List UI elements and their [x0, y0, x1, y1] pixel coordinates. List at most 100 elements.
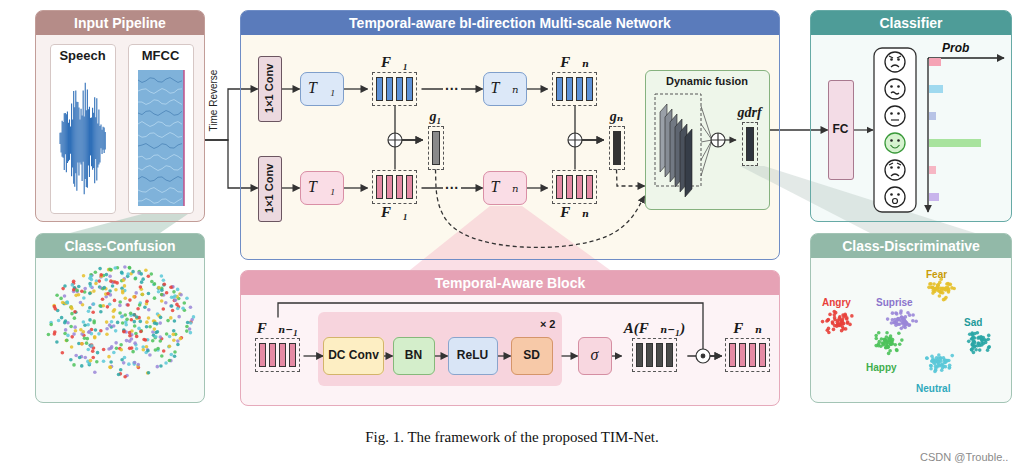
scatter-dot [64, 328, 68, 332]
scatter-dot [83, 356, 87, 360]
box-fill [511, 337, 553, 375]
scatter-dot [185, 297, 189, 301]
scatter-dot [87, 330, 91, 334]
scatter-dot [192, 315, 196, 319]
dropout-layer: SD [511, 337, 553, 375]
face-eye [890, 166, 893, 169]
node-text: 1×1 Conv [263, 64, 276, 113]
fc-box: FC [828, 80, 854, 180]
panel-header: Temporal-Aware Block [241, 271, 779, 295]
scatter-dot [157, 286, 161, 290]
cluster-label: Neutral [916, 383, 950, 394]
wave-stroke [82, 116, 83, 182]
branch-label: Time Reverse [209, 69, 220, 131]
scatter-dot [98, 279, 102, 283]
connector [344, 88, 368, 89]
wave-stroke [95, 117, 96, 159]
scatter-dot [129, 312, 133, 316]
scatter-dot [93, 370, 97, 374]
node-text: ReLU [457, 349, 488, 363]
cluster-dot [911, 319, 915, 323]
scatter-dot [120, 272, 124, 276]
connector [498, 355, 511, 356]
cluster-dot [929, 364, 933, 368]
scatter-dot [70, 345, 74, 349]
cluster-dot [840, 329, 844, 333]
box-fill [240, 270, 780, 406]
cluster-dot [831, 322, 835, 326]
cluster-dot [940, 368, 944, 372]
cluster-dot [895, 349, 899, 353]
scatter-dot [63, 284, 67, 288]
scatter-dot [89, 291, 93, 295]
cluster-dot [973, 345, 977, 349]
scatter-dot [154, 335, 158, 339]
scatter-dot [169, 316, 173, 320]
scatter-dot [169, 285, 173, 289]
dashed-frame [552, 170, 597, 204]
scatter-dot [159, 316, 163, 320]
feature-bar [406, 175, 413, 199]
wave-stroke [98, 109, 99, 164]
scatter-dot [173, 350, 177, 354]
scatter-dot [126, 272, 130, 276]
fc-arrow [854, 129, 873, 130]
panel-header: Class-Discriminative [811, 234, 1011, 258]
scatter-dot [132, 295, 136, 299]
box-fill [393, 337, 435, 375]
fan-line [701, 140, 712, 142]
scatter-dot [145, 345, 149, 349]
wave-stroke [85, 83, 86, 179]
scatter-dot [75, 289, 79, 293]
cluster-dot [946, 282, 950, 286]
scatter-dot [162, 278, 166, 282]
wave-stroke [65, 113, 66, 154]
scatter-dot [165, 332, 169, 336]
face-eye [897, 139, 900, 142]
cluster-dot [972, 351, 976, 355]
panel-header: Input Pipeline [36, 11, 204, 35]
scatter-dot [118, 311, 122, 315]
scatter-dot [179, 337, 183, 341]
emotion-face [885, 52, 905, 72]
box-fill [548, 52, 602, 106]
caption-box: Fig. 1. The framework of the proposed TI… [0, 428, 1024, 446]
scatter-dot [123, 375, 127, 379]
scatter-dot [169, 304, 173, 308]
node-text: Speech [59, 49, 105, 64]
cluster-dot [976, 336, 980, 340]
face-eye [897, 58, 900, 61]
wave-stroke [79, 120, 80, 163]
box-fill [300, 72, 344, 106]
cluster-dot [943, 358, 947, 362]
cluster-label-box: Neutral [916, 378, 950, 396]
scatter-dot [173, 319, 177, 323]
cluster-dot [944, 288, 948, 292]
cluster-dot [877, 340, 881, 344]
scatter-dot [164, 301, 168, 305]
speech-box: Speech [50, 44, 116, 214]
scatter-dot [105, 332, 109, 336]
emotion-face [885, 106, 905, 126]
face-eye [897, 193, 900, 196]
scatter-dot [186, 321, 190, 325]
cluster-dot [838, 316, 842, 320]
cluster-dot [987, 345, 991, 349]
face-eye [890, 58, 893, 61]
cluster-dot [893, 318, 897, 322]
wave-stroke [69, 119, 70, 159]
dashed-frame [609, 126, 625, 170]
face-eye [890, 139, 893, 142]
scatter-dot [135, 335, 139, 339]
symbol-circle [711, 133, 725, 147]
scatter-dot [55, 340, 59, 344]
feature-bar [396, 77, 403, 101]
box-fill [318, 312, 562, 386]
cluster-dot [934, 367, 938, 371]
emotion-face [885, 79, 905, 99]
scatter-dot [130, 318, 134, 322]
scatter-dot [128, 331, 132, 335]
node-text: g₁ [430, 109, 442, 125]
